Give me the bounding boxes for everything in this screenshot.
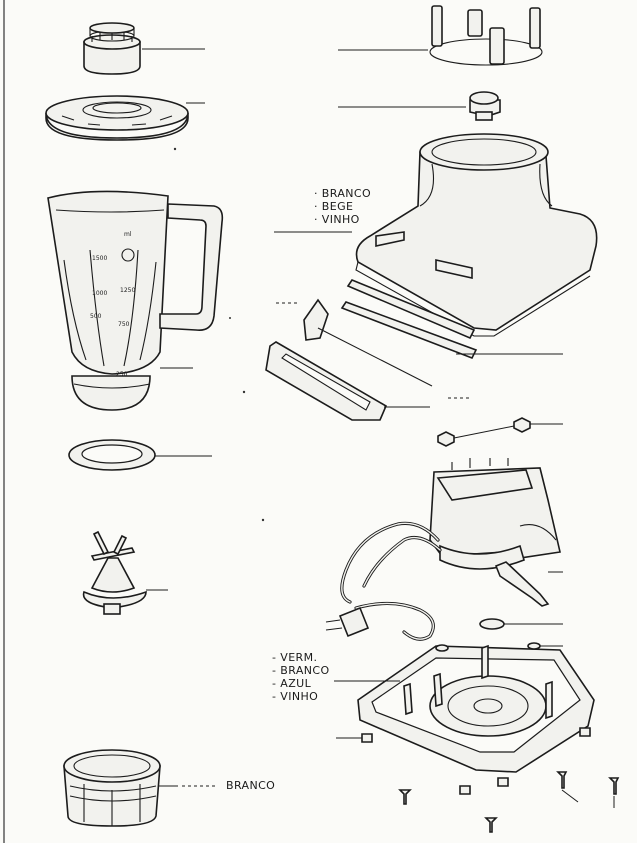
jar-lid <box>45 95 205 141</box>
svg-text:1000: 1000 <box>92 290 107 297</box>
threaded-coupling-ring <box>63 749 216 827</box>
screws <box>398 771 620 833</box>
switch-frame <box>265 341 470 421</box>
wire-color-label-1: - VERM. <box>272 651 318 664</box>
blade-assembly <box>82 530 168 615</box>
housing-color-label-2: · BEGE <box>314 200 354 213</box>
blender-jar: ml 1500 1250 1000 750 500 250 <box>47 190 224 411</box>
bracket <box>494 561 563 607</box>
svg-text:250: 250 <box>116 371 128 378</box>
measuring-cap <box>83 22 205 75</box>
base <box>334 642 595 773</box>
svg-text:500: 500 <box>90 313 102 320</box>
housing-color-label-1: · BRANCO <box>314 187 372 200</box>
gasket-ring <box>68 439 212 471</box>
base-feet <box>336 727 591 795</box>
housing-color-label-3: · VINHO <box>314 213 360 226</box>
svg-text:750: 750 <box>118 321 130 328</box>
control-strips <box>340 279 563 360</box>
drive-coupler <box>338 5 543 66</box>
spindle-nut <box>338 91 501 121</box>
switch-lever <box>276 298 433 387</box>
svg-text:1500: 1500 <box>92 255 107 262</box>
coupling-color-label: BRANCO <box>226 779 276 792</box>
motor <box>429 458 561 570</box>
power-cord <box>325 521 442 641</box>
wire-color-label-2: - BRANCO <box>272 664 330 677</box>
svg-text:1250: 1250 <box>120 287 135 294</box>
motor-housing <box>274 133 598 337</box>
wire-color-label-3: - AZUL <box>272 677 312 690</box>
grommet <box>479 618 563 630</box>
small-nuts <box>437 417 563 447</box>
svg-text:ml: ml <box>124 231 132 238</box>
wire-color-label-4: - VINHO <box>272 690 319 703</box>
